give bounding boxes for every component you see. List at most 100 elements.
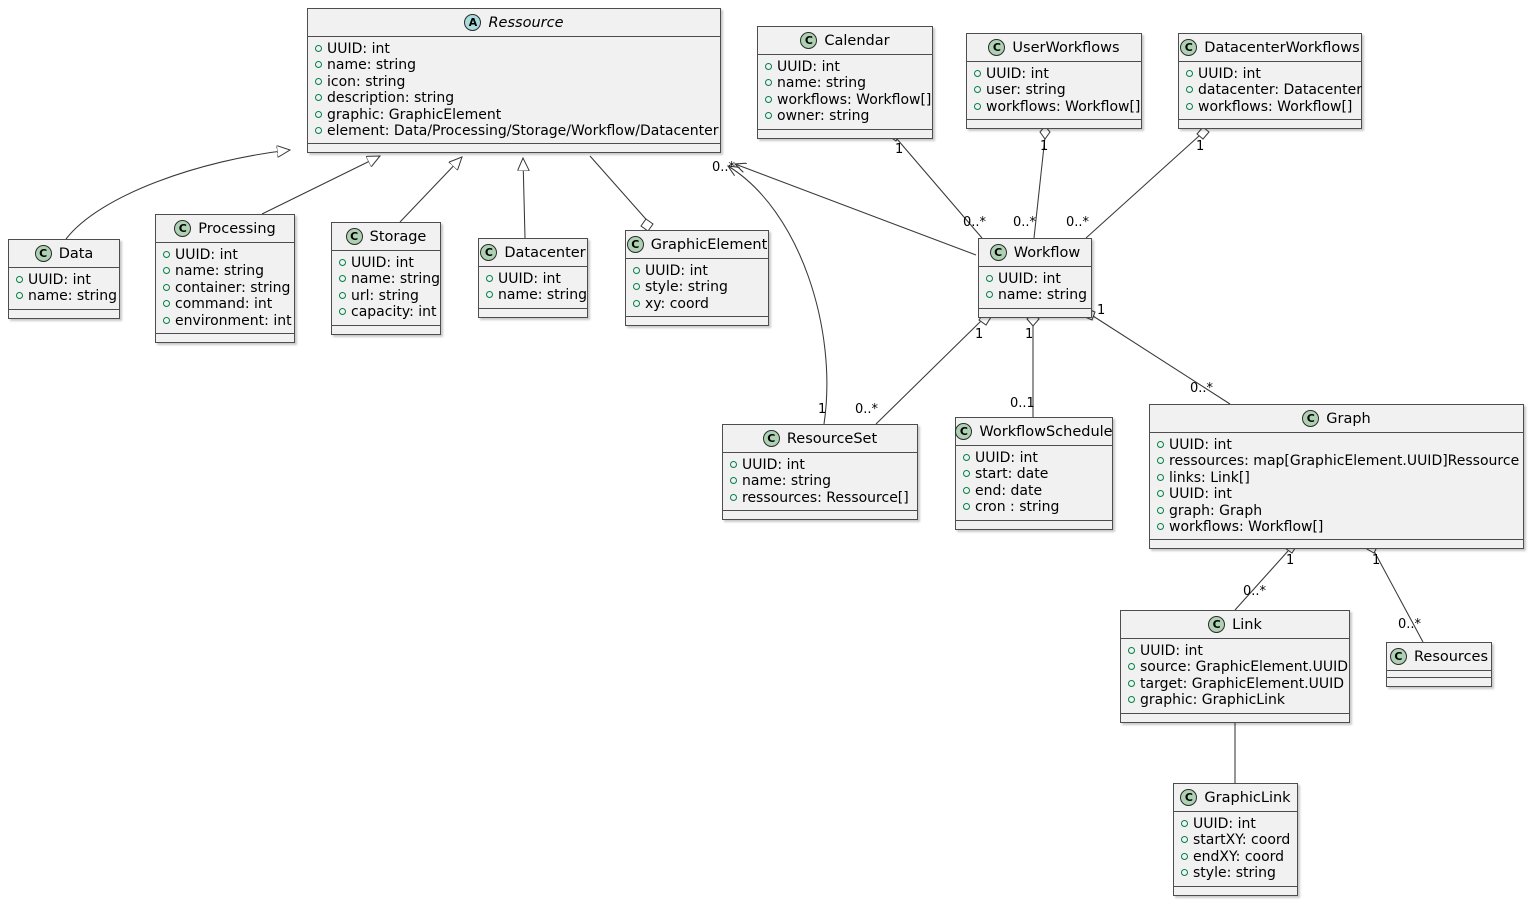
multiplicity-label: 0..* bbox=[963, 215, 987, 230]
attribute-row: source: GraphicElement.UUID bbox=[1128, 659, 1348, 675]
attribute-text: UUID: int bbox=[1193, 816, 1256, 832]
attribute-row: capacity: int bbox=[339, 304, 437, 320]
attribute-row: name: string bbox=[986, 287, 1087, 303]
attribute-text: end: date bbox=[975, 482, 1043, 499]
public-visibility-icon bbox=[16, 276, 23, 283]
public-visibility-icon bbox=[1157, 490, 1164, 498]
multiplicity-label: 0..* bbox=[1243, 584, 1267, 599]
class-icon: C bbox=[626, 236, 644, 253]
public-visibility-icon bbox=[315, 45, 322, 52]
public-visibility-icon bbox=[315, 77, 322, 85]
attribute-row: owner: string bbox=[765, 108, 925, 124]
class-icon: C bbox=[955, 423, 973, 440]
attribute-text: environment: int bbox=[175, 312, 292, 329]
public-visibility-icon bbox=[1157, 457, 1164, 465]
attribute-row: description: string bbox=[315, 90, 713, 106]
class-icon: C bbox=[345, 228, 363, 245]
public-visibility-icon bbox=[1157, 506, 1164, 514]
attribute-text: graphic: GraphicLink bbox=[1140, 692, 1285, 709]
public-visibility-icon bbox=[163, 251, 170, 258]
attribute-row: UUID: int bbox=[1186, 66, 1354, 82]
multiplicity-label: 0..* bbox=[855, 402, 879, 417]
attribute-row: name: string bbox=[315, 57, 713, 73]
class-methods-workflow bbox=[979, 308, 1091, 317]
attribute-text: UUID: int bbox=[986, 66, 1049, 82]
public-visibility-icon bbox=[1181, 852, 1188, 860]
attribute-row: icon: string bbox=[315, 74, 713, 90]
class-methods-ressource bbox=[308, 144, 720, 153]
public-visibility-icon bbox=[963, 454, 970, 461]
attribute-text: UUID: int bbox=[175, 247, 238, 263]
edge-storage-to-ressource bbox=[399, 157, 462, 223]
attribute-row: UUID: int bbox=[765, 59, 925, 75]
public-visibility-icon bbox=[974, 70, 981, 77]
class-header-graphicelement: C GraphicElement bbox=[626, 231, 768, 259]
class-name-graphicelement: GraphicElement bbox=[650, 236, 768, 253]
public-visibility-icon bbox=[633, 299, 640, 307]
class-methods-datacenterworkflows bbox=[1179, 120, 1361, 129]
public-visibility-icon bbox=[1181, 820, 1188, 827]
attribute-text: UUID: int bbox=[327, 41, 390, 57]
attribute-text: icon: string bbox=[327, 73, 406, 90]
attribute-text: UUID: int bbox=[351, 255, 414, 271]
attribute-text: UUID: int bbox=[777, 59, 840, 75]
public-visibility-icon bbox=[163, 300, 170, 308]
public-visibility-icon bbox=[633, 267, 640, 274]
multiplicity-label: 1 bbox=[1286, 553, 1295, 568]
attribute-row: workflows: Workflow[] bbox=[1157, 519, 1516, 535]
attribute-row: links: Link[] bbox=[1157, 470, 1516, 486]
attribute-row: name: string bbox=[486, 287, 587, 303]
attribute-row: UUID: int bbox=[633, 263, 761, 279]
edge-workflow-to-ressource bbox=[735, 164, 977, 256]
attribute-text: start: date bbox=[975, 466, 1049, 483]
multiplicity-label: 1 bbox=[1025, 327, 1034, 342]
multiplicity-label: 0..* bbox=[1190, 381, 1214, 396]
attribute-text: UUID: int bbox=[1169, 437, 1232, 453]
attribute-text: description: string bbox=[327, 90, 455, 107]
attribute-text: capacity: int bbox=[351, 304, 437, 321]
public-visibility-icon bbox=[486, 275, 493, 282]
class-name-workflow: Workflow bbox=[1013, 244, 1081, 261]
public-visibility-icon bbox=[163, 283, 170, 291]
attribute-row: startXY: coord bbox=[1181, 832, 1290, 848]
edge-ressource-to-graphicelement bbox=[589, 155, 653, 227]
class-icon: C bbox=[1208, 616, 1226, 633]
public-visibility-icon bbox=[339, 275, 346, 283]
multiplicity-label: 1 bbox=[975, 327, 984, 342]
attribute-row: ressources: map[GraphicElement.UUID]Ress… bbox=[1157, 453, 1519, 469]
public-visibility-icon bbox=[986, 291, 993, 299]
class-name-datacenterworkflows: DatacenterWorkflows bbox=[1204, 39, 1360, 56]
class-name-processing: Processing bbox=[198, 220, 276, 237]
attribute-row: UUID: int bbox=[1128, 643, 1342, 659]
public-visibility-icon bbox=[1181, 836, 1188, 844]
attribute-row: UUID: int bbox=[1181, 816, 1290, 832]
